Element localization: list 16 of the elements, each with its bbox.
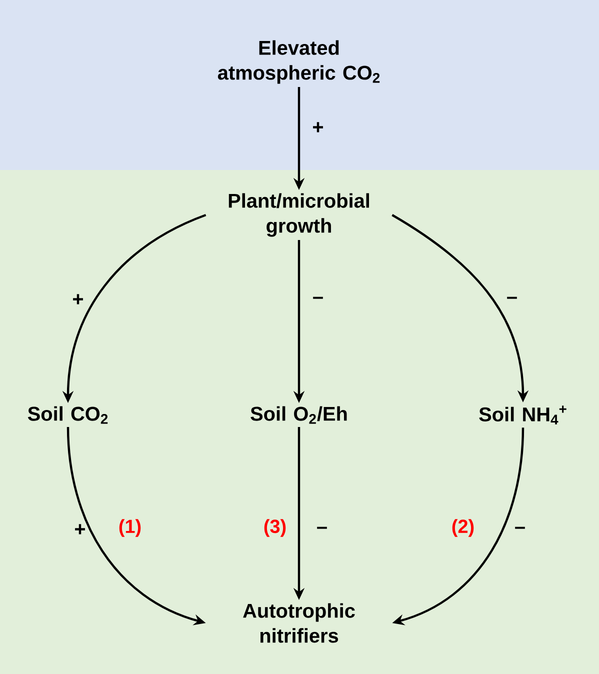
pathway-number: (3): [264, 519, 286, 537]
pathway-number: (1): [119, 519, 141, 537]
edge-label: +: [73, 294, 83, 304]
node-text: Elevated atmospheric CO$_{2}$: [218, 40, 380, 84]
pathway-number: (2): [452, 519, 474, 537]
edge-label: +: [313, 122, 323, 132]
edge-label: –: [317, 526, 327, 529]
node-text: Soil NH$_{4}$+: [479, 406, 566, 424]
edge-label: –: [507, 296, 517, 299]
edge-label: +: [75, 524, 85, 534]
edge-label: –: [313, 296, 323, 299]
node-text: Plant/microbial growth: [228, 193, 369, 237]
node-text: Soil CO$_{2}$: [28, 406, 108, 424]
node-text: Autotrophic nitrifiers: [243, 603, 355, 643]
edge-label: –: [515, 526, 525, 529]
node-text: Soil O$_{2}$/Eh: [250, 406, 347, 424]
